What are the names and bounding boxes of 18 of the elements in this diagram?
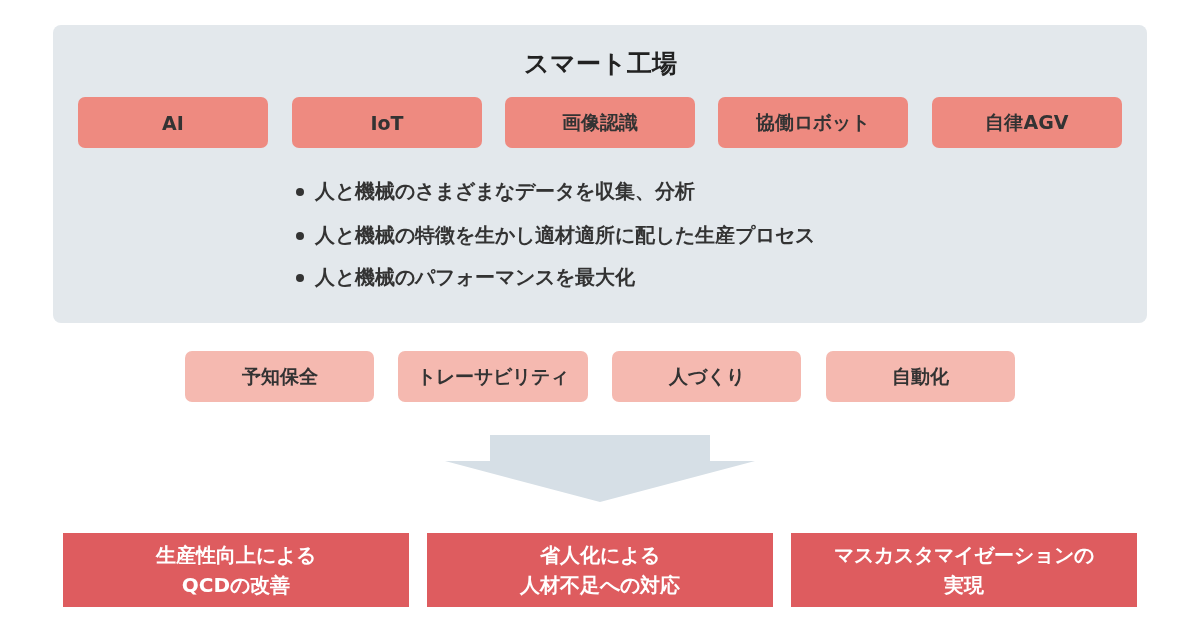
technology-box: 自律AGV bbox=[932, 97, 1122, 148]
block-arrow bbox=[445, 435, 755, 502]
outcome-box: 省人化による人材不足への対応 bbox=[427, 533, 773, 607]
technology-box: 画像認識 bbox=[505, 97, 695, 148]
bullet-item: 人と機械のさまざまなデータを収集、分析 bbox=[315, 178, 695, 205]
panel bbox=[53, 25, 1147, 323]
bullet-item: 人と機械のパフォーマンスを最大化 bbox=[315, 264, 635, 291]
bullet-item: 人と機械の特徴を生かし適材適所に配した生産プロセス bbox=[315, 222, 815, 249]
technology-box: IoT bbox=[292, 97, 482, 148]
outcome-box: マスカスタマイゼーションの実現 bbox=[791, 533, 1137, 607]
panel-title: スマート工場 bbox=[522, 48, 678, 80]
outcome-box: 生産性向上によるQCDの改善 bbox=[63, 533, 409, 607]
technology-box: 協働ロボット bbox=[718, 97, 908, 148]
goal-box: 人づくり bbox=[612, 351, 801, 402]
goal-box: 予知保全 bbox=[185, 351, 374, 402]
goal-box: トレーサビリティ bbox=[398, 351, 588, 402]
technology-box: AI bbox=[78, 97, 268, 148]
goal-box: 自動化 bbox=[826, 351, 1015, 402]
